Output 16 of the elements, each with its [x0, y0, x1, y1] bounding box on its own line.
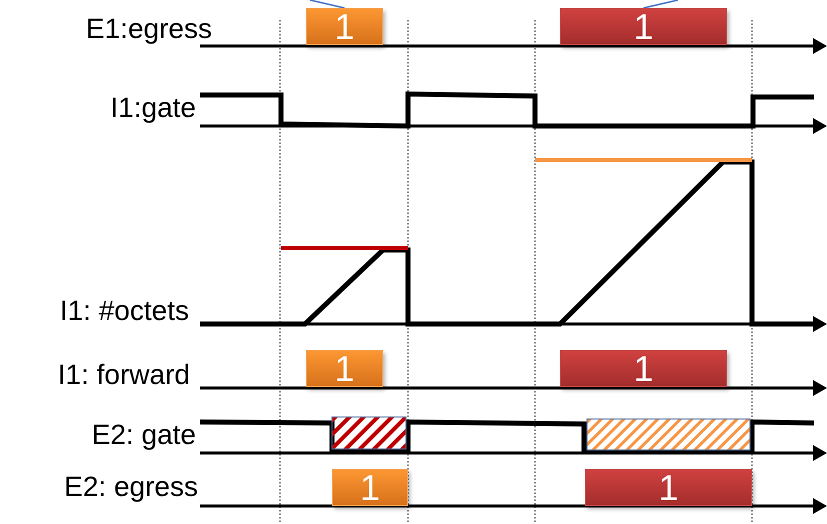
signal-name: I1: #octets	[60, 297, 189, 325]
signal-name: I1:gate	[110, 94, 196, 122]
signal-name: E2: gate	[92, 421, 196, 449]
packet-box: 1	[306, 8, 383, 45]
hatched-gate-box	[332, 416, 406, 450]
packet-box: 1	[306, 350, 383, 387]
leader-line	[310, 0, 345, 9]
hatched-gate-box	[586, 418, 750, 450]
packet-box: 1	[332, 469, 408, 506]
leader-line	[643, 0, 678, 9]
signal-name: E1:egress	[86, 15, 212, 43]
packet-box: 1	[560, 8, 727, 45]
packet-box: 1	[560, 350, 727, 387]
signal-name: E2: egress	[64, 473, 198, 501]
signal-name: I1: forward	[58, 361, 190, 389]
packet-box: 1	[585, 469, 752, 506]
